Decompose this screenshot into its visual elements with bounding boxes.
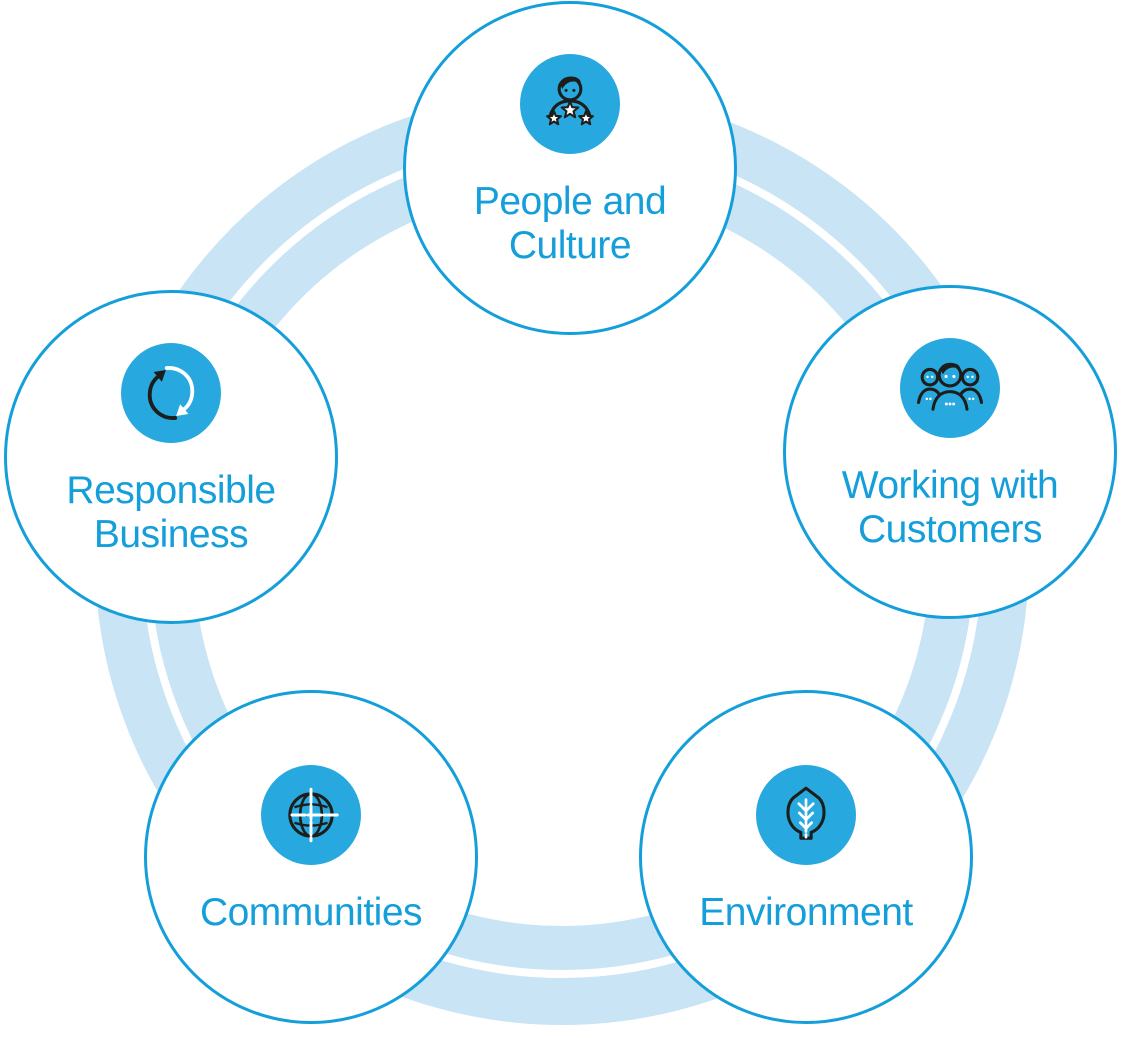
circular-arrows-icon	[147, 366, 195, 420]
node-responsible-business: Responsible Business	[4, 290, 338, 624]
icon-badge	[756, 764, 856, 865]
icon-badge	[121, 342, 221, 443]
icon-badge	[261, 764, 361, 865]
node-label: Responsible Business	[66, 468, 276, 556]
node-label: Communities	[199, 890, 423, 934]
node-label: Environment	[699, 890, 913, 934]
leaf-icon	[786, 786, 826, 840]
node-communities: Communities	[144, 690, 478, 1024]
node-environment: Environment	[639, 690, 973, 1024]
globe-icon	[288, 787, 339, 843]
icon-badge	[900, 337, 1000, 438]
icon-badge	[520, 53, 620, 154]
node-label: Working with Customers	[841, 463, 1059, 551]
node-working-with-customers: Working with Customers	[783, 285, 1117, 619]
node-people-and-culture: People and Culture	[403, 1, 737, 335]
node-label: People and Culture	[473, 179, 667, 267]
people-group-icon	[917, 362, 983, 411]
person-with-stars-icon	[546, 76, 594, 126]
